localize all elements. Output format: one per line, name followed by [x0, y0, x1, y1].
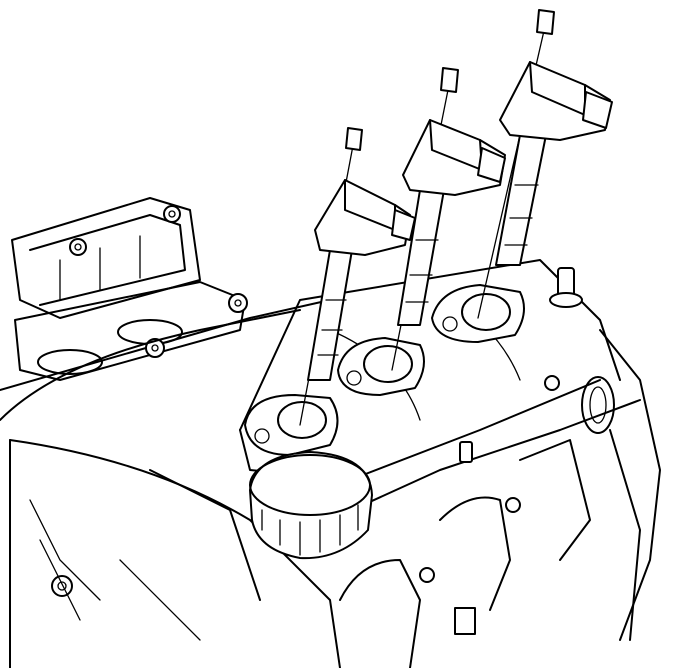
cover-studs — [419, 375, 560, 583]
oil-dipstick — [581, 376, 641, 641]
bolt-head-1 — [345, 127, 363, 151]
coil-connector-1 — [391, 209, 416, 241]
spark-plug-well-2 — [337, 337, 425, 396]
spark-plug-well-1 — [244, 394, 339, 456]
pcv-valve — [549, 267, 583, 308]
intake-manifold — [0, 197, 331, 391]
coil-connector-3 — [582, 91, 613, 129]
manifold-bolts — [51, 205, 248, 597]
oil-filler-cap — [249, 451, 373, 560]
ignition-coil-1 — [299, 127, 416, 426]
ignition-coil-3 — [477, 9, 613, 319]
bolt-head-2 — [440, 67, 459, 93]
bolt-head-3 — [536, 9, 555, 35]
engine-block — [0, 309, 341, 668]
spark-plug-well-3 — [431, 284, 525, 343]
exhaust-ports — [339, 439, 591, 668]
ignition-coil-2 — [391, 67, 506, 371]
coil-connector-2 — [477, 147, 506, 183]
